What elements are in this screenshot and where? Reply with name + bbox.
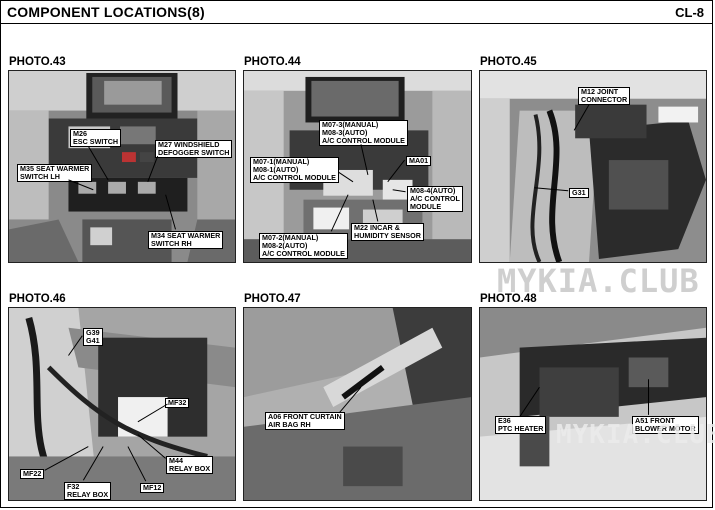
page-code: CL-8	[675, 5, 704, 20]
page-frame	[0, 24, 713, 508]
watermark-primary: MYKIA.CLUB	[497, 262, 700, 300]
label-m07-2: M07-2(MANUAL) M08-2(AUTO) A/C CONTROL MO…	[259, 233, 348, 259]
photo-43-image	[9, 71, 235, 262]
label-g31: G31	[569, 188, 589, 198]
watermark-secondary: MYKIA.CLUB	[556, 420, 715, 450]
photo-46-arrows	[44, 335, 168, 482]
photo-43-title: PHOTO.43	[9, 56, 66, 68]
label-mf12: MF12	[140, 483, 165, 493]
label-m44: M44 RELAY BOX	[166, 456, 214, 474]
photo-48-image	[480, 308, 706, 500]
photo-48-title: PHOTO.48	[480, 293, 537, 305]
label-m07-1: M07-1(MANUAL) M08-1(AUTO) A/C CONTROL MO…	[250, 157, 339, 183]
label-m34: M34 SEAT WARMER SWITCH RH	[148, 231, 224, 249]
label-mf32: MF32	[165, 398, 190, 408]
label-a51: A51 FRONT BLOWER MOTOR	[632, 416, 699, 434]
photo-48-arrows	[519, 379, 650, 418]
photo-44-title: PHOTO.44	[244, 56, 301, 68]
photo-47-image	[244, 308, 471, 500]
photo-44: M07-3(MANUAL) M08-3(AUTO) A/C CONTROL MO…	[243, 70, 472, 263]
label-m08-4: M08-4(AUTO) A/C CONTROL MODULE	[407, 186, 463, 212]
label-g39-g41: G39 G41	[83, 328, 103, 346]
label-m22: M22 INCAR & HUMIDITY SENSOR	[351, 223, 424, 241]
label-m35: M35 SEAT WARMER SWITCH LH	[17, 164, 93, 182]
photo-45-arrows	[534, 104, 590, 192]
page-header: COMPONENT LOCATIONS(8) CL-8	[0, 0, 713, 24]
photo-48: E36 PTC HEATER A51 FRONT BLOWER MOTOR	[479, 307, 707, 501]
label-m27: M27 WINDSHIELD DEFOGGER SWITCH	[155, 140, 233, 158]
label-mf22: MF22	[20, 469, 45, 479]
photo-44-arrows	[330, 144, 406, 232]
label-e36: E36 PTC HEATER	[495, 416, 547, 434]
page-title: COMPONENT LOCATIONS(8)	[7, 4, 205, 20]
label-f32: F32 RELAY BOX	[64, 482, 112, 500]
photo-45: M12 JOINT CONNECTOR G31	[479, 70, 707, 263]
photo-47-title: PHOTO.47	[244, 293, 301, 305]
label-ma01: MA01	[406, 156, 432, 166]
photo-46-title: PHOTO.46	[9, 293, 66, 305]
photo-45-title: PHOTO.45	[480, 56, 537, 68]
label-a06: A06 FRONT CURTAIN AIR BAG RH	[265, 412, 345, 430]
label-m12: M12 JOINT CONNECTOR	[578, 87, 631, 105]
photo-47: A06 FRONT CURTAIN AIR BAG RH	[243, 307, 472, 501]
label-m26: M26 ESC SWITCH	[70, 129, 122, 147]
photo-43: M26 ESC SWITCH M27 WINDSHIELD DEFOGGER S…	[8, 70, 236, 263]
photo-47-arrows	[338, 386, 362, 414]
photo-46: G39 G41 MF32 MF22 M44 RELAY BOX F32 RELA…	[8, 307, 236, 501]
label-m07-3: M07-3(MANUAL) M08-3(AUTO) A/C CONTROL MO…	[319, 120, 408, 146]
photo-43-arrows	[68, 145, 177, 230]
